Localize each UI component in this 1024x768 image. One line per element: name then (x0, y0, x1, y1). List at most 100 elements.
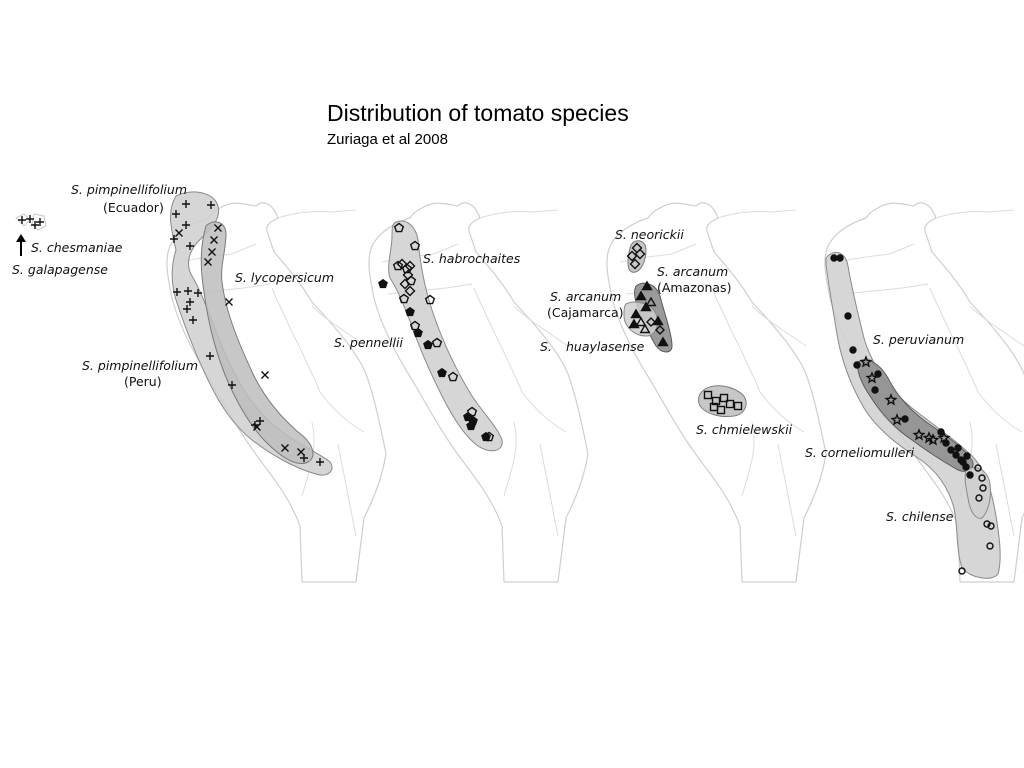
plus-marker (184, 287, 192, 295)
label-neorickii: S. neorickii (615, 227, 684, 242)
open-pentagon-marker (424, 294, 436, 305)
open-triangle-marker (639, 323, 651, 334)
panel-habrochaites-pennellii: S. habrochaites S. pennellii (334, 202, 589, 583)
label-huaylasense-genus: S. (540, 339, 552, 354)
plus-marker (173, 288, 181, 296)
open-star-marker (859, 355, 873, 368)
plus-marker (194, 289, 202, 297)
filled-circle-marker (901, 415, 909, 423)
cross-marker (210, 236, 218, 244)
open-triangle-marker (635, 316, 647, 327)
label-pimpinellifolium-ecuador: S. pimpinellifolium (71, 182, 187, 197)
label-chilense: S. chilense (886, 509, 954, 524)
label-amazonas: (Amazonas) (657, 280, 731, 295)
filled-triangle-marker (657, 336, 669, 347)
filled-circle-marker (830, 254, 838, 262)
plus-marker (186, 242, 194, 250)
open-circle-marker (979, 484, 987, 492)
open-square-marker (725, 399, 735, 409)
label-arcanum-amazonas: S. arcanum (657, 264, 728, 279)
open-pentagon-marker (393, 222, 405, 233)
label-chesmaniae: S. chesmaniae (31, 240, 123, 255)
open-pentagon-marker (398, 293, 410, 304)
annotation-arrow-galapagos (16, 234, 26, 256)
filled-circle-marker (871, 386, 879, 394)
open-triangle-marker (645, 296, 657, 307)
cross-marker (261, 371, 269, 379)
plus-marker (182, 221, 190, 229)
open-circle-marker (987, 522, 995, 530)
cross-marker (253, 423, 261, 431)
plus-marker (186, 298, 194, 306)
open-pentagon-marker (409, 240, 421, 251)
filled-pentagon-marker (466, 420, 476, 431)
plus-marker (170, 235, 178, 243)
cross-marker (175, 229, 183, 237)
filled-circle-marker (844, 312, 852, 320)
open-circle-marker (983, 520, 991, 528)
filled-triangle-marker (652, 315, 664, 326)
plus-marker (18, 216, 26, 224)
filled-circle-marker (947, 446, 955, 454)
label-cajamarca: (Cajamarca) (547, 305, 624, 320)
open-star-marker (884, 393, 898, 406)
label-lycopersicum: S. lycopersicum (235, 270, 334, 285)
markers-panel-3 (626, 242, 743, 415)
cross-marker (225, 298, 233, 306)
open-star-marker (926, 433, 940, 446)
open-square-marker (719, 393, 729, 403)
plus-marker (182, 200, 190, 208)
open-circle-marker (978, 474, 986, 482)
open-diamond-marker (629, 258, 641, 270)
panel-pimpinellifolium-lycopersicum: S. pimpinellifolium (Ecuador) S. chesman… (12, 182, 387, 583)
open-diamond-marker (396, 258, 408, 270)
filled-triangle-marker (640, 301, 652, 312)
filled-pentagon-marker (378, 278, 388, 289)
open-square-marker (733, 401, 743, 411)
open-pentagon-marker (431, 337, 443, 348)
plus-marker (26, 215, 34, 223)
cross-marker (281, 444, 289, 452)
label-arcanum-cajamarca: S. arcanum (550, 289, 621, 304)
range-lycopersicum (200, 221, 314, 464)
open-diamond-marker (399, 278, 411, 290)
open-square-marker (703, 390, 713, 400)
open-diamond-marker (626, 250, 638, 262)
filled-circle-marker (836, 254, 844, 262)
filled-circle-marker (954, 444, 962, 452)
plus-marker (207, 201, 215, 209)
filled-circle-marker (849, 346, 857, 354)
label-galapagense: S. galapagense (12, 262, 108, 277)
panel-neorickii-arcanum-chmielewskii: S. neorickii S. arcanum (Amazonas) S. ar… (540, 202, 827, 583)
filled-circle-marker (853, 361, 861, 369)
page-title: Distribution of tomato species (327, 100, 629, 126)
filled-circle-marker (959, 458, 967, 466)
plus-marker (172, 210, 180, 218)
filled-triangle-marker (635, 290, 647, 301)
cross-marker (208, 248, 216, 256)
filled-pentagon-marker (437, 367, 447, 378)
plus-marker (31, 221, 39, 229)
open-star-marker (912, 428, 926, 441)
filled-triangle-marker (630, 308, 642, 319)
panel-peruvianum-corneliomulleri-chilense: S. peruvianum S. corneliomulleri S. chil… (805, 202, 1024, 583)
label-peru: (Peru) (124, 374, 162, 389)
plus-marker (183, 305, 191, 313)
range-habrochaites-pennellii (388, 220, 503, 452)
label-peruvianum: S. peruvianum (873, 332, 964, 347)
label-chmielewskii: S. chmielewskii (696, 422, 793, 437)
open-diamond-marker (404, 285, 416, 297)
plus-marker (228, 381, 236, 389)
filled-pentagon-marker (405, 306, 415, 317)
label-huaylasense: huaylasense (566, 339, 645, 354)
label-pennellii: S. pennellii (334, 335, 403, 350)
open-star-marker (865, 371, 879, 384)
filled-circle-marker (874, 370, 882, 378)
cross-marker (214, 224, 222, 232)
open-pentagon-marker (392, 260, 404, 271)
open-circle-marker (958, 567, 966, 575)
filled-pentagon-marker (413, 327, 423, 338)
filled-triangle-marker (641, 280, 653, 291)
label-pimpinellifolium-peru: S. pimpinellifolium (82, 358, 198, 373)
